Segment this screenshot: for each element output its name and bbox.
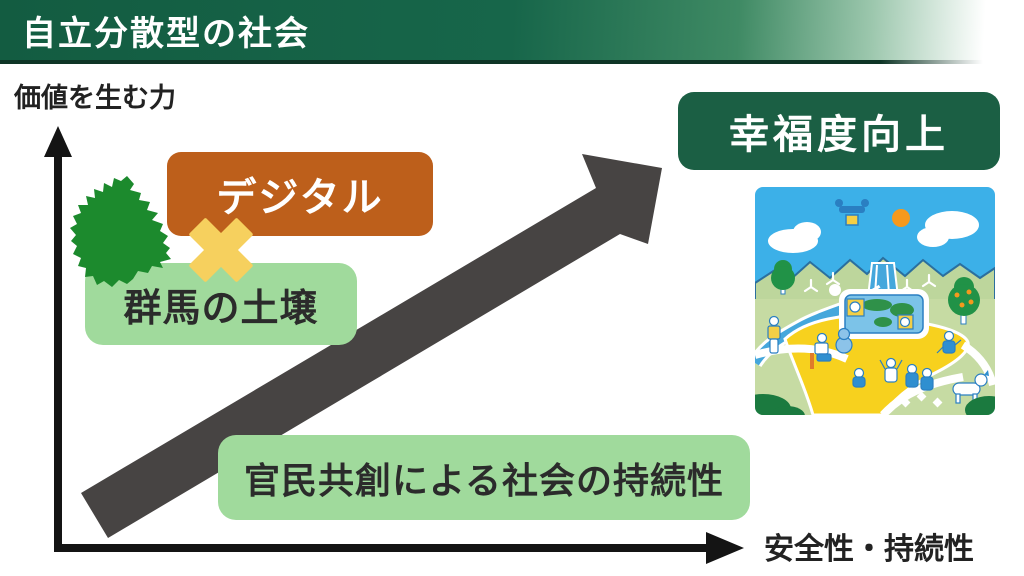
path-diamonds [900, 391, 943, 408]
tree-icon [771, 260, 795, 295]
header-underline [0, 60, 1024, 64]
header-bar: 自立分散型の社会 [0, 0, 1024, 60]
happiness-box-label: 幸福度向上 [729, 113, 949, 157]
x-axis-label: 安全性・持続性 [764, 533, 974, 566]
x-axis-arrow-icon [706, 532, 744, 564]
future-society-illustration [755, 187, 995, 415]
walkways [755, 341, 995, 415]
gunma-soil-box: 群馬の土壌 [85, 263, 357, 345]
shared-screen [829, 284, 929, 339]
y-axis-line [54, 150, 62, 551]
drone-icon [835, 199, 869, 226]
sun-icon [892, 209, 910, 227]
happiness-box: 幸福度向上 [678, 92, 1000, 170]
sustainability-box: 官民共創による社会の持続性 [218, 435, 750, 520]
gunma-soil-box-label: 群馬の土壌 [123, 287, 319, 330]
fruit-tree-icon [948, 277, 980, 325]
cloud-icons [768, 211, 979, 253]
y-axis-label: 価値を生む力 [14, 83, 176, 113]
y-axis-arrow-icon [44, 126, 72, 157]
x-axis-line [54, 544, 706, 552]
page-title: 自立分散型の社会 [22, 14, 310, 53]
digital-box: デジタル [167, 152, 433, 236]
sustainability-box-label: 官民共創による社会の持続性 [244, 459, 724, 501]
bushes [755, 394, 995, 415]
people [767, 315, 989, 404]
digital-box-label: デジタル [216, 176, 384, 220]
